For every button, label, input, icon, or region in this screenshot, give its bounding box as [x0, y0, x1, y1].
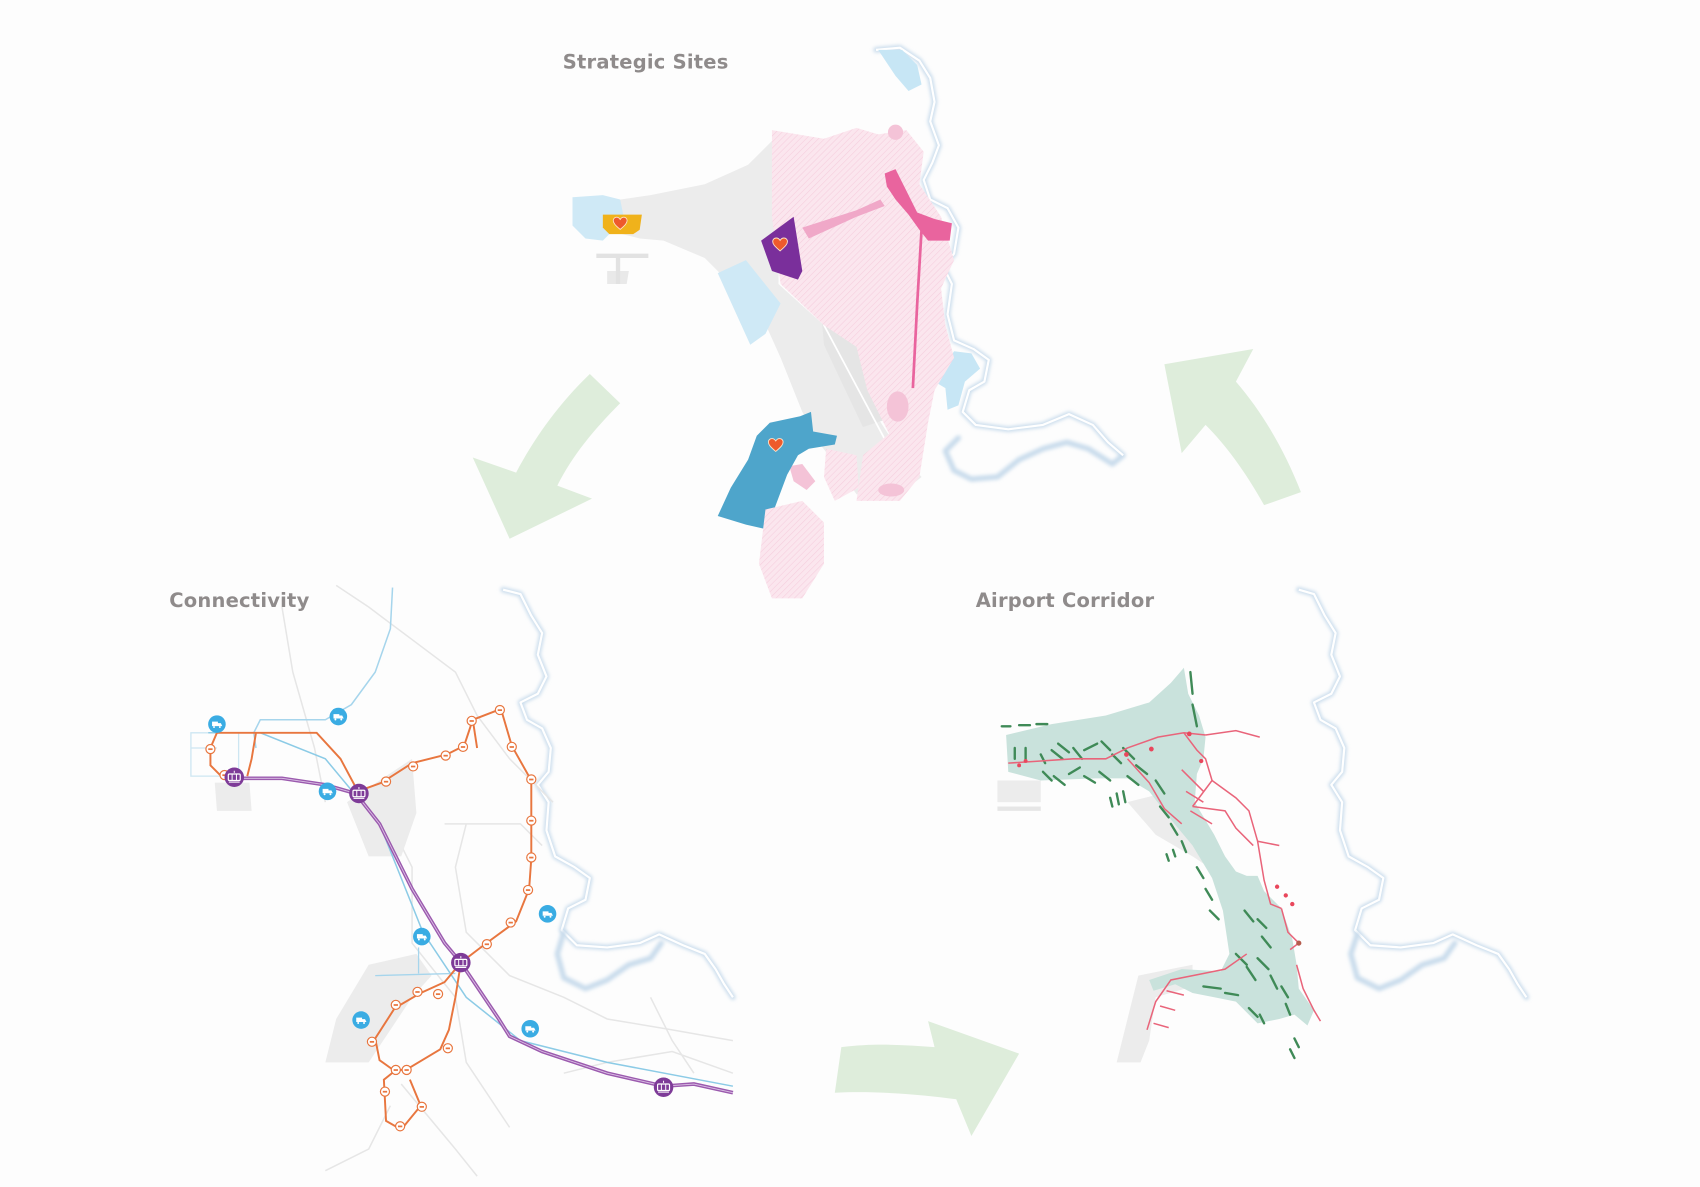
corridor-paths [1008, 729, 1322, 1031]
ferry-icon [329, 707, 348, 726]
bus-stop-icon [205, 743, 216, 755]
coastline [1296, 586, 1530, 1001]
strategic-sites-panel: Strategic Sites [563, 44, 1126, 599]
ferry-icon [521, 1019, 539, 1038]
bus-stop-icon [401, 1064, 412, 1076]
train-icon [223, 766, 245, 788]
pink-highway [884, 169, 952, 389]
train-icon [653, 1076, 674, 1098]
arrow-strategic-to-connectivity [472, 373, 621, 539]
panel-title-airport-corridor: Airport Corridor [976, 589, 1155, 612]
site-yellow[interactable] [602, 214, 642, 235]
roads [281, 584, 734, 1177]
pink-islands [758, 448, 859, 599]
bus-stop-icon [416, 1101, 427, 1112]
arrow-connectivity-to-corridor [834, 1021, 1020, 1137]
bus-stop-icon [390, 1064, 401, 1076]
ferry-icon [208, 715, 226, 733]
green-corridor [1006, 667, 1314, 1026]
bus-stop-icon [526, 774, 537, 785]
bus-stop-icon [379, 1086, 391, 1097]
green-strips [1000, 670, 1300, 1060]
bus-stop-icon [432, 988, 444, 1000]
ferry-icon [413, 927, 431, 946]
flow-arrows [472, 349, 1301, 1137]
bus-stop-icon [526, 815, 537, 826]
bus-stops [205, 704, 537, 1132]
connectivity-panel: Connectivity [169, 584, 736, 1177]
bus-stop-icon [505, 917, 516, 928]
ferry-route [208, 732, 734, 1087]
arrow-corridor-to-strategic [1164, 349, 1301, 506]
corridor-nodes [1017, 731, 1302, 946]
bus-stop-icon [526, 852, 537, 863]
ferry-route [375, 972, 456, 977]
panel-title-connectivity: Connectivity [169, 589, 309, 612]
bus-stop-icon [442, 1043, 453, 1054]
site-purple[interactable] [761, 216, 803, 280]
bus-stop-icon [440, 750, 451, 761]
pink-features [789, 124, 909, 497]
site-blue[interactable] [717, 411, 837, 530]
bus-stop-icon [412, 986, 423, 998]
bus-stop-icon [506, 741, 517, 753]
bus-routes [209, 707, 533, 1131]
panel-title-strategic-sites: Strategic Sites [563, 50, 729, 73]
bus-stop-icon [457, 741, 469, 753]
bus-stop-icon [390, 999, 401, 1011]
bus-stop-icon [394, 1121, 406, 1132]
ferry-icon [352, 1011, 370, 1029]
ferry-icon [538, 905, 557, 923]
bus-stop-icon [380, 776, 392, 787]
bus-stop-icon [407, 761, 419, 772]
coastline [500, 586, 736, 1001]
bus-stop-icon [481, 939, 493, 950]
train-icon [450, 952, 472, 973]
bus-stop-icon [522, 884, 534, 896]
ferry-icon [318, 782, 337, 801]
grey-land [214, 758, 432, 1063]
bus-stop-icon [366, 1036, 378, 1047]
bus-stop-icon [466, 715, 477, 727]
airport-corridor-panel: Airport Corridor [976, 586, 1530, 1063]
train-icon [348, 783, 370, 804]
pink-development-zone [771, 127, 955, 501]
bus-stop-icon [494, 704, 506, 716]
